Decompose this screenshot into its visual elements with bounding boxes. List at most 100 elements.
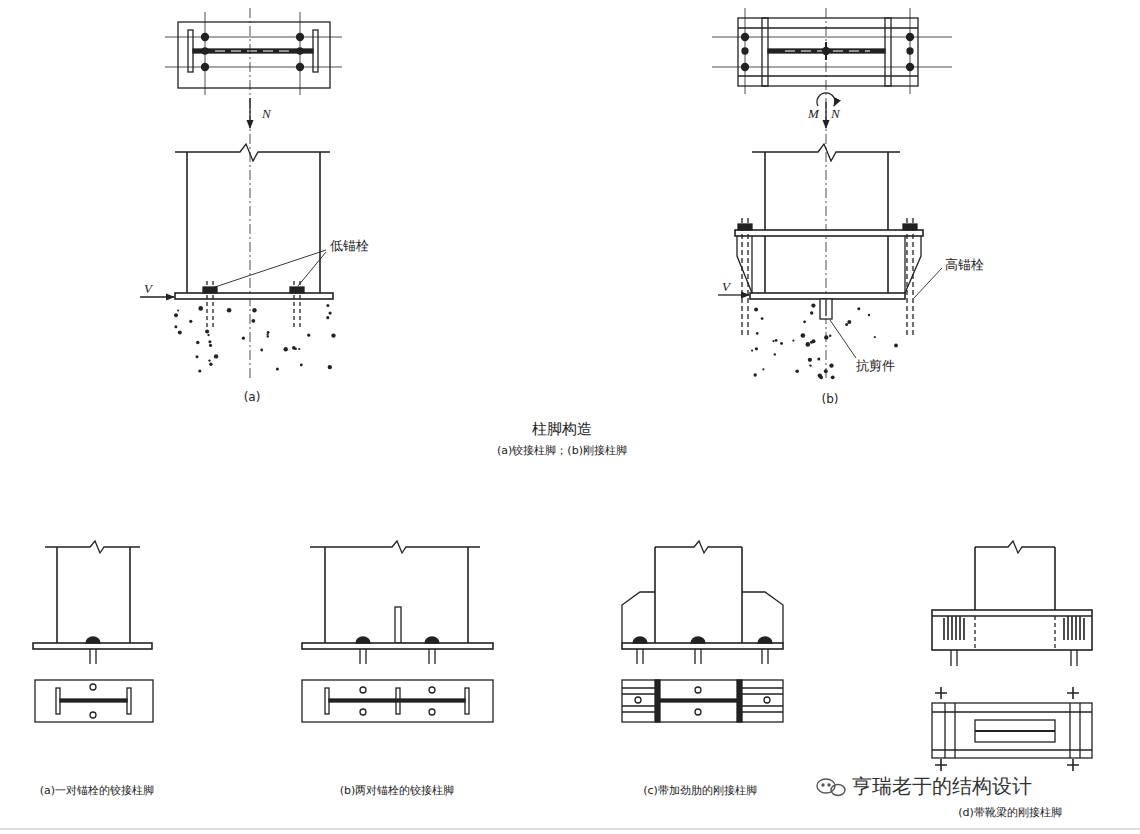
concrete-dot [754,307,758,311]
concrete-dot [227,308,232,313]
concrete-dot [810,341,813,344]
stiffened-rigid-base [622,541,783,722]
concrete-dot [326,304,329,307]
axial-force-arrow [825,102,826,128]
moment-arc [817,93,835,106]
concrete-dot [795,370,799,374]
concrete-dot [208,359,210,361]
concrete-dots [174,304,336,373]
concrete-dot [809,364,811,366]
concrete-dot [198,369,201,372]
concrete-dot [808,358,812,362]
concrete-dot [209,363,212,366]
rigid-base-plan [712,8,952,94]
concrete-dot [775,339,778,342]
concrete-dot [894,344,898,348]
concrete-dot [178,331,182,335]
one-pair-bolt-base [33,541,153,722]
concrete-dot [780,342,783,345]
boot-beam-rigid-base [932,541,1092,771]
part-label: 高锚栓 [945,257,984,273]
concrete-dot [209,344,212,347]
concrete-dot [845,323,848,326]
watermark: 亨瑞老于的结构设计 [852,774,1032,798]
sub-figure-label: (a) [244,390,261,404]
concrete-dot [260,349,263,352]
concrete-dot [196,355,199,358]
concrete-dot [300,364,303,367]
concrete-dot [284,347,288,351]
concrete-dot [792,340,794,342]
concrete-dot [198,306,203,311]
concrete-dot [806,342,811,347]
concrete-dot [214,354,218,358]
concrete-dot [177,310,179,312]
concrete-dot [174,313,178,317]
concrete-dots [751,304,898,380]
concrete-dot [751,350,753,352]
concrete-dot [207,334,209,336]
concrete-dot [847,320,851,324]
sub-figure-caption: (d)带靴梁的刚接柱脚 [958,806,1062,819]
concrete-dot [242,337,245,340]
concrete-dot [774,353,776,355]
center-line [826,8,827,380]
concrete-dot [307,334,310,337]
concrete-dot [857,307,860,310]
concrete-dot [189,320,192,323]
figure-title: 柱脚构造 [532,420,592,438]
concrete-dot [328,365,332,369]
concrete-dot [298,348,300,350]
concrete-dot [772,340,774,342]
concrete-dot [817,357,820,360]
concrete-dot [276,368,279,371]
concrete-dot [754,373,757,376]
concrete-dot [831,375,835,379]
concrete-dot [251,319,255,323]
sub-figure-label: (b) [822,392,839,406]
concrete-dot [868,314,870,316]
force-symbol: V [722,279,730,295]
force-symbol: N [262,106,271,122]
concrete-dot [803,320,806,323]
concrete-dot [762,368,764,370]
concrete-dot [267,335,269,337]
concrete-dot [755,347,758,350]
concrete-dot [326,316,329,319]
part-label: 低锚栓 [330,238,369,254]
concrete-dot [205,329,209,333]
concrete-dot [196,341,199,344]
sub-figure-caption: (b)两对锚栓的铰接柱脚 [340,784,455,797]
concrete-dot [819,375,823,379]
watermark-icon [817,779,845,796]
part-label: 抗剪件 [856,358,895,374]
hinged-base-plan [165,12,342,95]
center-line [250,8,251,380]
concrete-dot [292,346,296,350]
concrete-dot [810,311,813,314]
concrete-dot [208,340,211,343]
force-symbol: M [808,106,819,122]
concrete-dot [252,308,256,312]
concrete-dot [811,304,815,308]
axial-force-arrow [249,98,250,128]
concrete-dot [267,331,270,334]
hinged-base-elevation [140,144,333,328]
concrete-dot [331,333,335,337]
concrete-dot [829,335,831,337]
concrete-dot [824,335,828,339]
concrete-dot [874,336,876,338]
sub-figure-caption: (a)一对锚栓的铰接柱脚 [40,784,154,797]
rigid-base-elevation [718,144,942,358]
concrete-dot [829,363,833,367]
concrete-dot [824,369,828,373]
concrete-dot [174,325,177,328]
force-symbol: N [831,106,840,122]
concrete-dot [801,333,806,338]
two-pair-bolt-base [302,541,493,722]
sub-figure-caption: (c)带加劲肋的刚接柱脚 [643,784,757,797]
concrete-dot [329,312,332,315]
concrete-dot [761,317,764,320]
